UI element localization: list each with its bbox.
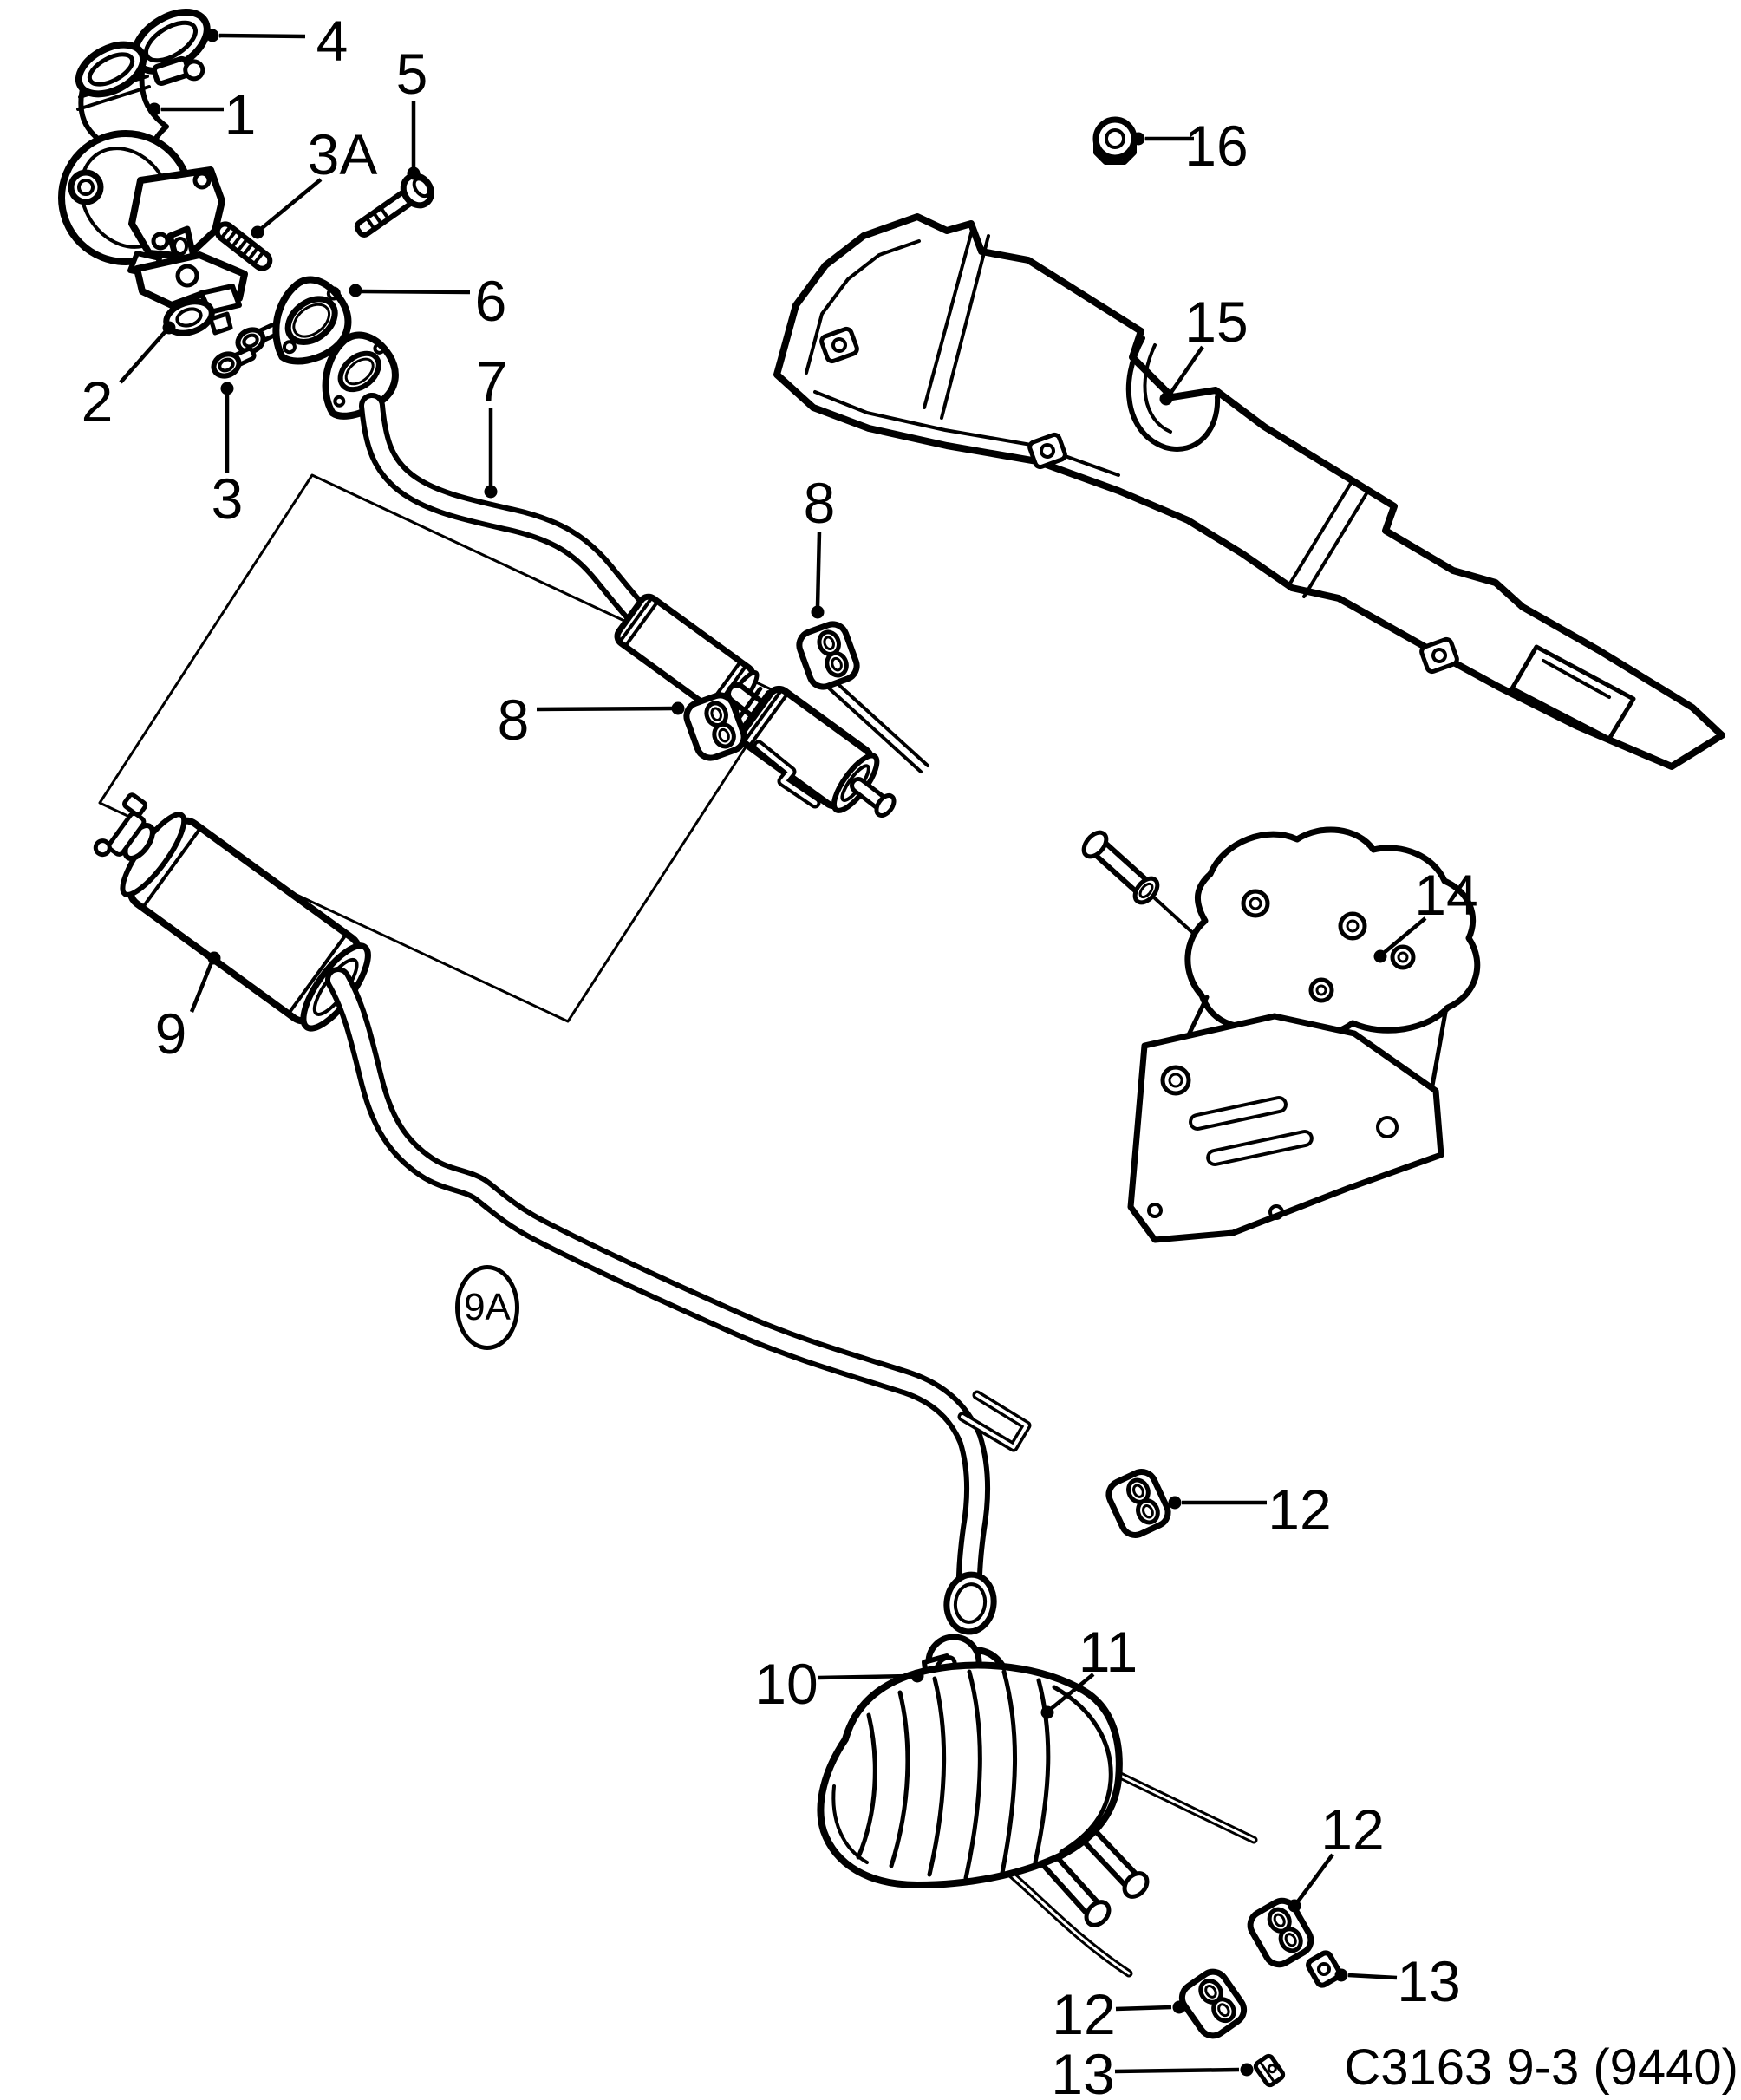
leader-line-11 bbox=[1049, 1673, 1095, 1711]
callout-9: 9 bbox=[154, 1001, 187, 1066]
part-15-heat-shield-art bbox=[773, 213, 1725, 770]
part-9a-pipe-art bbox=[325, 967, 1032, 1635]
leader-dot-15 bbox=[1159, 392, 1173, 406]
part-3-bolts-art bbox=[211, 323, 281, 379]
leader-dot-12c bbox=[1172, 2000, 1186, 2014]
part-2-bracket-art bbox=[134, 225, 248, 336]
callout-6: 6 bbox=[474, 269, 507, 333]
part-8-hanger-art bbox=[796, 621, 860, 690]
part-5-bolt-art bbox=[354, 173, 434, 238]
leader-line-13a bbox=[1347, 1973, 1398, 1980]
callout-10: 10 bbox=[754, 1652, 818, 1716]
leader-line-12b bbox=[1296, 1853, 1334, 1903]
callout-16: 16 bbox=[1184, 114, 1249, 178]
leader-line-10 bbox=[818, 1673, 911, 1680]
leader-line-8a bbox=[815, 531, 822, 608]
callout-13a: 13 bbox=[1397, 1949, 1461, 2013]
leader-dot-9 bbox=[207, 951, 221, 965]
leader-dot-13b bbox=[1240, 2063, 1254, 2077]
callout-14: 14 bbox=[1414, 863, 1478, 927]
part-12-hanger-art bbox=[1247, 1897, 1314, 1968]
callout-11: 11 bbox=[1078, 1620, 1138, 1684]
callout-4: 4 bbox=[316, 9, 349, 73]
callout-1: 1 bbox=[224, 82, 257, 147]
leader-line-14 bbox=[1382, 916, 1427, 955]
part-13-nut-art bbox=[1306, 1950, 1342, 1988]
part-11-rear-muffler-art bbox=[817, 1655, 1258, 1978]
leader-dot-3 bbox=[220, 382, 234, 395]
leader-dot-13a bbox=[1334, 1968, 1348, 1982]
callout-7: 7 bbox=[475, 349, 508, 414]
part-12-hanger-art bbox=[1178, 1968, 1248, 2039]
part-4-clamp-art bbox=[131, 8, 211, 87]
leader-dot-6 bbox=[349, 284, 362, 297]
leader-dot-8b bbox=[671, 701, 685, 715]
leader-line-8b bbox=[536, 706, 674, 712]
part-12-hanger-art bbox=[1105, 1469, 1171, 1538]
variant-badge-9a: 9A bbox=[455, 1265, 519, 1350]
leader-dot-12b bbox=[1288, 1899, 1301, 1913]
part-13-nut-art bbox=[1253, 2053, 1286, 2088]
callout-5: 5 bbox=[395, 42, 428, 106]
callout-8a: 8 bbox=[803, 471, 836, 535]
drawing-code: C3163 9-3 (9440) bbox=[1344, 2039, 1738, 2096]
leader-dot-14 bbox=[1373, 949, 1387, 963]
callout-12b: 12 bbox=[1320, 1797, 1385, 1862]
part-6-gasket-art bbox=[272, 276, 352, 365]
leader-dot-10 bbox=[910, 1669, 924, 1683]
leader-dot-12a bbox=[1168, 1496, 1182, 1510]
leader-line-6 bbox=[361, 289, 471, 295]
leader-line-3A bbox=[259, 178, 323, 231]
part-14-heat-shield-art bbox=[1127, 826, 1481, 1243]
leader-dot-8a bbox=[811, 605, 825, 619]
leader-dot-1 bbox=[147, 102, 161, 116]
leader-line-2 bbox=[119, 329, 167, 384]
part-8-hanger-art bbox=[683, 692, 747, 761]
callout-8b: 8 bbox=[497, 688, 530, 752]
callout-12c: 12 bbox=[1052, 1982, 1116, 2046]
leader-dot-7 bbox=[484, 485, 498, 499]
leader-line-12c bbox=[1115, 2005, 1172, 2012]
leader-dot-5 bbox=[407, 166, 421, 180]
callout-3A: 3A bbox=[307, 122, 378, 186]
leader-dot-16 bbox=[1131, 132, 1145, 146]
callout-12a: 12 bbox=[1268, 1477, 1332, 1542]
callout-13b: 13 bbox=[1051, 2042, 1115, 2100]
leader-dot-4 bbox=[205, 29, 219, 42]
leader-lines-layer bbox=[119, 29, 1427, 2077]
part-9-middle-muffler-art bbox=[93, 792, 371, 1032]
part-3a-stud-art bbox=[214, 221, 273, 271]
callout-15: 15 bbox=[1184, 290, 1249, 354]
leader-line-13b bbox=[1114, 2067, 1240, 2074]
leader-dot-2 bbox=[162, 321, 176, 335]
leader-dot-3A bbox=[251, 225, 264, 239]
leader-dot-11 bbox=[1040, 1705, 1054, 1719]
leader-line-15 bbox=[1168, 345, 1204, 396]
part-7-front-pipe-art bbox=[322, 331, 1197, 936]
callout-3: 3 bbox=[211, 466, 244, 531]
part-1-catalytic-converter-art bbox=[58, 41, 225, 278]
callout-2: 2 bbox=[81, 369, 114, 434]
leader-line-9 bbox=[189, 962, 214, 1013]
part-16-nut-art bbox=[1092, 116, 1138, 165]
